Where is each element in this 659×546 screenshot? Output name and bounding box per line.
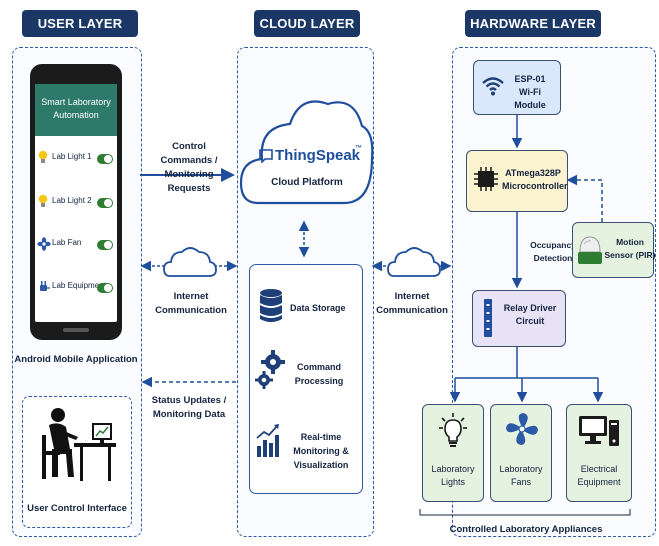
- occupancy-detection-label: Occupancy Detection: [530, 240, 576, 263]
- phone-item-lab-equipment[interactable]: Lab Equipment: [35, 277, 117, 299]
- internet-communication-left-label: Internet Communication: [155, 291, 227, 316]
- phone-item-toggle[interactable]: [97, 240, 113, 250]
- status-updates-label: Status Updates / Monitoring Data: [151, 395, 227, 420]
- appliance-label-fans: Laboratory Fans: [499, 464, 543, 487]
- phone-item-label: Lab Light 2: [52, 196, 92, 205]
- chip-icon: [473, 166, 499, 192]
- phone-item-toggle[interactable]: [97, 198, 113, 208]
- gears-icon: [255, 350, 287, 390]
- pir-sensor-icon: [577, 234, 603, 268]
- database-icon: [258, 288, 284, 324]
- phone-item-label: Lab Light 1: [52, 152, 92, 161]
- fan-icon: [37, 237, 51, 251]
- phone-item-toggle[interactable]: [97, 154, 113, 164]
- chat-bubble-icon: [259, 149, 273, 164]
- wifi-icon: [481, 74, 505, 98]
- motion-sensor-label: Motion Sensor (PIR): [604, 237, 656, 260]
- command-processing-label: Command Processing: [294, 362, 344, 386]
- thingspeak-brand: ThingSpeak: [275, 147, 361, 164]
- data-storage-label: Data Storage: [290, 303, 346, 313]
- internet-communication-right-label: Internet Communication: [376, 291, 448, 316]
- phone-item-lab-fan[interactable]: Lab Fan: [35, 234, 117, 256]
- lightbulb-icon: [38, 150, 48, 166]
- phone-app-header: [35, 84, 117, 136]
- thingspeak-trademark: ™: [355, 145, 362, 152]
- cloud-layer-title: CLOUD LAYER: [254, 10, 360, 37]
- user-layer-title: USER LAYER: [22, 10, 138, 37]
- relay-driver-label: Relay Driver Circuit: [503, 303, 557, 326]
- wifi-module-label: ESP-01 Wi-Fi Module: [514, 74, 546, 110]
- bar-chart-icon: [256, 422, 282, 458]
- phone-home-bar: [63, 328, 89, 332]
- phone-item-toggle[interactable]: [97, 283, 113, 293]
- phone-item-label: Lab Equipment: [52, 281, 106, 290]
- fan-icon: [505, 412, 539, 446]
- user-interface-box: [22, 396, 132, 528]
- control-commands-label: Control Commands / Monitoring Requests: [160, 141, 218, 194]
- phone-app-title: Smart Laboratory Automation: [41, 97, 111, 120]
- lightbulb-icon: [38, 194, 48, 210]
- phone-caption: Android Mobile Application: [14, 354, 138, 365]
- appliance-label-equipment: Electrical Equipment: [577, 464, 621, 487]
- phone-item-lab-light-2[interactable]: Lab Light 2: [35, 192, 117, 214]
- person-at-desk-icon: [36, 405, 118, 487]
- wifi-module-box: [473, 60, 561, 115]
- computer-icon: [578, 414, 620, 448]
- hardware-layer-title: HARDWARE LAYER: [465, 10, 601, 37]
- lightbulb-icon: [438, 412, 468, 450]
- user-interface-caption: User Control Interface: [27, 503, 127, 514]
- appliance-label-lights: Laboratory Lights: [431, 464, 475, 487]
- cloud-platform-label: Cloud Platform: [271, 177, 343, 188]
- thingspeak-logo: ThingSpeak ™: [259, 145, 369, 166]
- plug-icon: [37, 280, 51, 294]
- relay-icon: [482, 298, 494, 338]
- phone-item-label: Lab Fan: [52, 238, 82, 247]
- microcontroller-label: ATmega328P Microcontroller: [502, 168, 568, 191]
- realtime-monitoring-label: Real-time Monitoring & Visualization: [293, 432, 349, 470]
- phone-item-lab-light-1[interactable]: Lab Light 1: [35, 148, 117, 170]
- controlled-appliances-label: Controlled Laboratory Appliances: [449, 524, 603, 535]
